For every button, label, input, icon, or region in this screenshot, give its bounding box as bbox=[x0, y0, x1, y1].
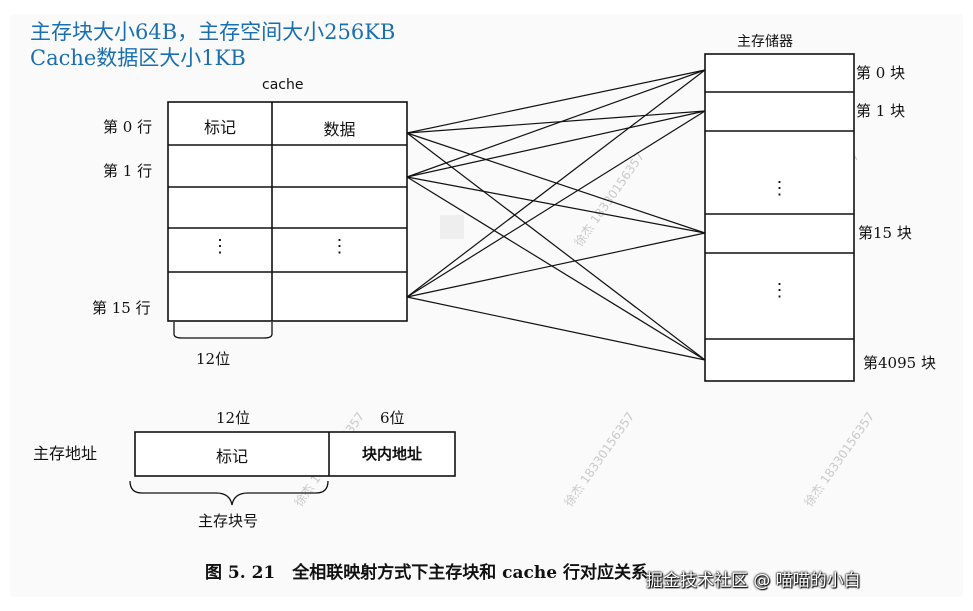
mapping-line bbox=[406, 110, 706, 298]
block-number-label: 主存块号 bbox=[198, 512, 259, 530]
site-watermark: 掘金技术社区 @ 喵喵的小白 bbox=[646, 571, 861, 591]
scan-artifact bbox=[440, 215, 464, 239]
cache-outline bbox=[167, 101, 408, 322]
mapping-line bbox=[406, 176, 706, 361]
address-tag-field: 标记 bbox=[215, 447, 248, 466]
cache-row-label-0: 第 0 行 bbox=[103, 118, 153, 136]
memory-outline bbox=[704, 53, 855, 382]
address-tag-bits: 12位 bbox=[216, 409, 251, 427]
cache-row-label-15: 第 15 行 bbox=[92, 299, 151, 317]
memory-block-label-15: 第15 块 bbox=[858, 224, 912, 242]
mapping-line bbox=[406, 132, 706, 361]
mapping-line bbox=[406, 69, 706, 178]
mapping-lines bbox=[406, 69, 706, 361]
memory-dots: ⋮ bbox=[770, 178, 789, 199]
cache-dots: ⋮ bbox=[330, 236, 349, 257]
address-outline bbox=[134, 431, 456, 477]
mapping-line bbox=[406, 110, 706, 178]
address-label: 主存地址 bbox=[33, 444, 98, 463]
block-number-brace bbox=[129, 480, 329, 506]
mapping-line bbox=[406, 69, 706, 134]
mapping-line bbox=[406, 176, 706, 234]
cache-tag-header: 标记 bbox=[203, 118, 236, 137]
address-format bbox=[134, 431, 456, 477]
mapping-line bbox=[406, 69, 706, 298]
cache-table bbox=[167, 101, 408, 322]
memory-block-label-0: 第 0 块 bbox=[856, 64, 906, 82]
memory-table bbox=[704, 53, 855, 382]
memory-dots: ⋮ bbox=[770, 280, 789, 301]
memory-block-label-1: 第 1 块 bbox=[856, 102, 906, 120]
address-offset-field: 块内地址 bbox=[361, 445, 422, 463]
tag-width-brace bbox=[173, 322, 273, 339]
cache-title: cache bbox=[262, 77, 304, 93]
mapping-line bbox=[406, 232, 706, 298]
mapping-line bbox=[406, 296, 706, 361]
note-line-2: Cache数据区大小1KB bbox=[30, 46, 246, 70]
note-line-1: 主存块大小64B，主存空间大小256KB bbox=[30, 20, 396, 44]
mapping-line bbox=[406, 110, 706, 134]
figure-caption: 图 5. 21 全相联映射方式下主存块和 cache 行对应关系 bbox=[205, 563, 648, 583]
memory-title: 主存储器 bbox=[737, 34, 793, 50]
address-offset-bits: 6位 bbox=[380, 409, 405, 427]
cache-tag-bits: 12位 bbox=[196, 350, 231, 368]
memory-block-label-4095: 第4095 块 bbox=[863, 354, 936, 372]
cache-dots: ⋮ bbox=[211, 236, 229, 257]
cache-data-header: 数据 bbox=[323, 120, 356, 139]
cache-row-label-1: 第 1 行 bbox=[103, 162, 153, 180]
